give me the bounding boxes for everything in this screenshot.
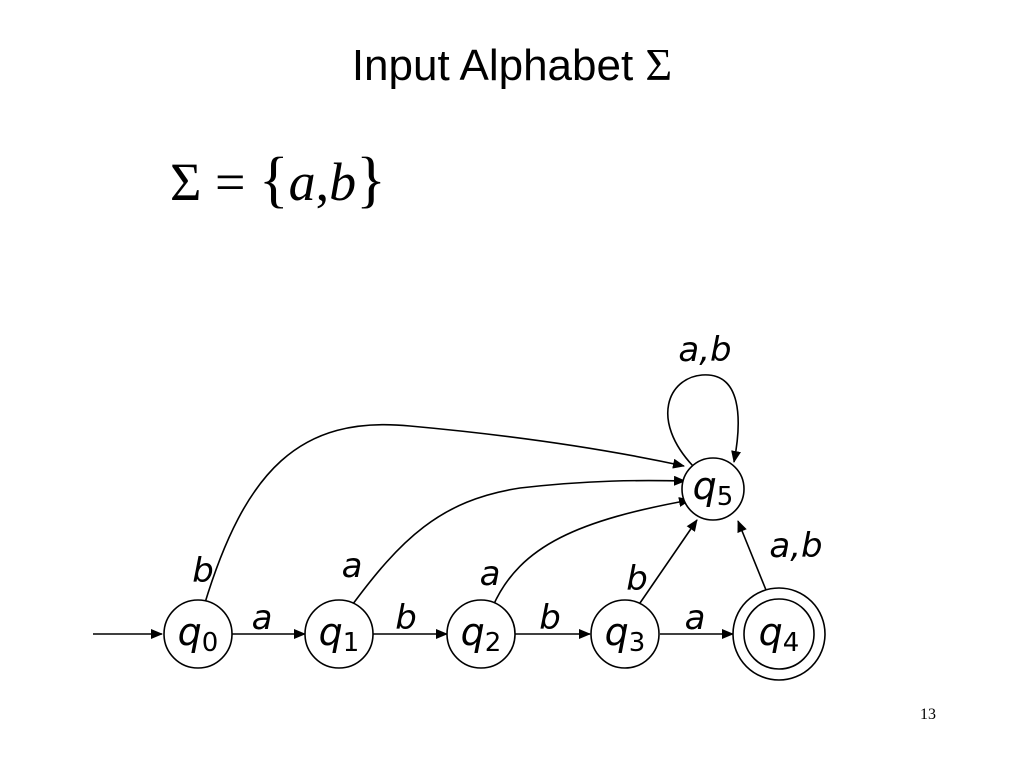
- label-q0-q1: a: [252, 598, 273, 638]
- svg-text:q3: q3: [605, 610, 646, 658]
- state-q2: q2: [446, 599, 516, 669]
- state-q1: q1: [304, 599, 374, 669]
- label-q1-q2: b: [395, 598, 417, 638]
- formula-symbol-a: a: [288, 152, 316, 212]
- state-q0: q0: [163, 599, 233, 669]
- state-q5-sub: 5: [717, 482, 734, 512]
- label-q0-q5: b: [192, 551, 214, 591]
- edge-q1-q5: [349, 475, 686, 609]
- state-q0-label: q: [178, 610, 202, 654]
- state-q3-label: q: [605, 610, 629, 654]
- label-q5-self-loop: a,b: [678, 330, 731, 370]
- state-q1-sub: 1: [343, 628, 360, 658]
- svg-text:q4: q4: [759, 610, 800, 658]
- state-q3: q3: [590, 599, 660, 669]
- edge-q5-self-loop: [666, 374, 741, 467]
- state-q4-sub: 4: [783, 628, 800, 658]
- page-number: 13: [920, 706, 936, 723]
- state-q5-label: q: [693, 464, 717, 508]
- state-q4-accepting: q4: [732, 587, 826, 681]
- state-q0-sub: 0: [202, 628, 219, 658]
- state-q2-sub: 2: [485, 628, 502, 658]
- title-sigma-symbol: Σ: [645, 39, 673, 90]
- svg-text:q1: q1: [319, 610, 360, 658]
- label-q4-q5: a,b: [769, 526, 822, 566]
- state-q4-label: q: [759, 610, 783, 654]
- title-text: Input Alphabet: [351, 41, 634, 90]
- formula-open-brace: {: [258, 146, 289, 214]
- svg-text:q0: q0: [178, 610, 219, 658]
- alphabet-formula: Σ = {a,b}: [170, 140, 386, 220]
- formula-symbol-b: b: [329, 152, 357, 212]
- label-q3-q5: b: [626, 559, 648, 599]
- edge-q0-q5: [203, 423, 685, 607]
- edge-q3-q5: [639, 519, 698, 604]
- svg-text:q2: q2: [461, 610, 502, 658]
- formula-comma: ,: [315, 152, 330, 212]
- state-q1-label: q: [319, 610, 343, 654]
- state-q5: q5: [681, 457, 745, 521]
- slide-title: Input Alphabet Σ: [0, 30, 1024, 100]
- label-q2-q5: a: [480, 554, 501, 594]
- edge-q2-q5: [492, 497, 691, 607]
- formula-sigma: Σ: [170, 152, 202, 212]
- svg-text:q5: q5: [693, 464, 734, 512]
- state-q3-sub: 3: [629, 628, 646, 658]
- label-q1-q5: a: [342, 546, 363, 586]
- formula-equals: =: [214, 152, 246, 212]
- label-q3-q4: a: [685, 598, 706, 638]
- state-q2-label: q: [461, 610, 485, 654]
- label-q2-q3: b: [539, 598, 561, 638]
- formula-close-brace: }: [356, 146, 386, 214]
- edge-q4-q5: [737, 520, 767, 591]
